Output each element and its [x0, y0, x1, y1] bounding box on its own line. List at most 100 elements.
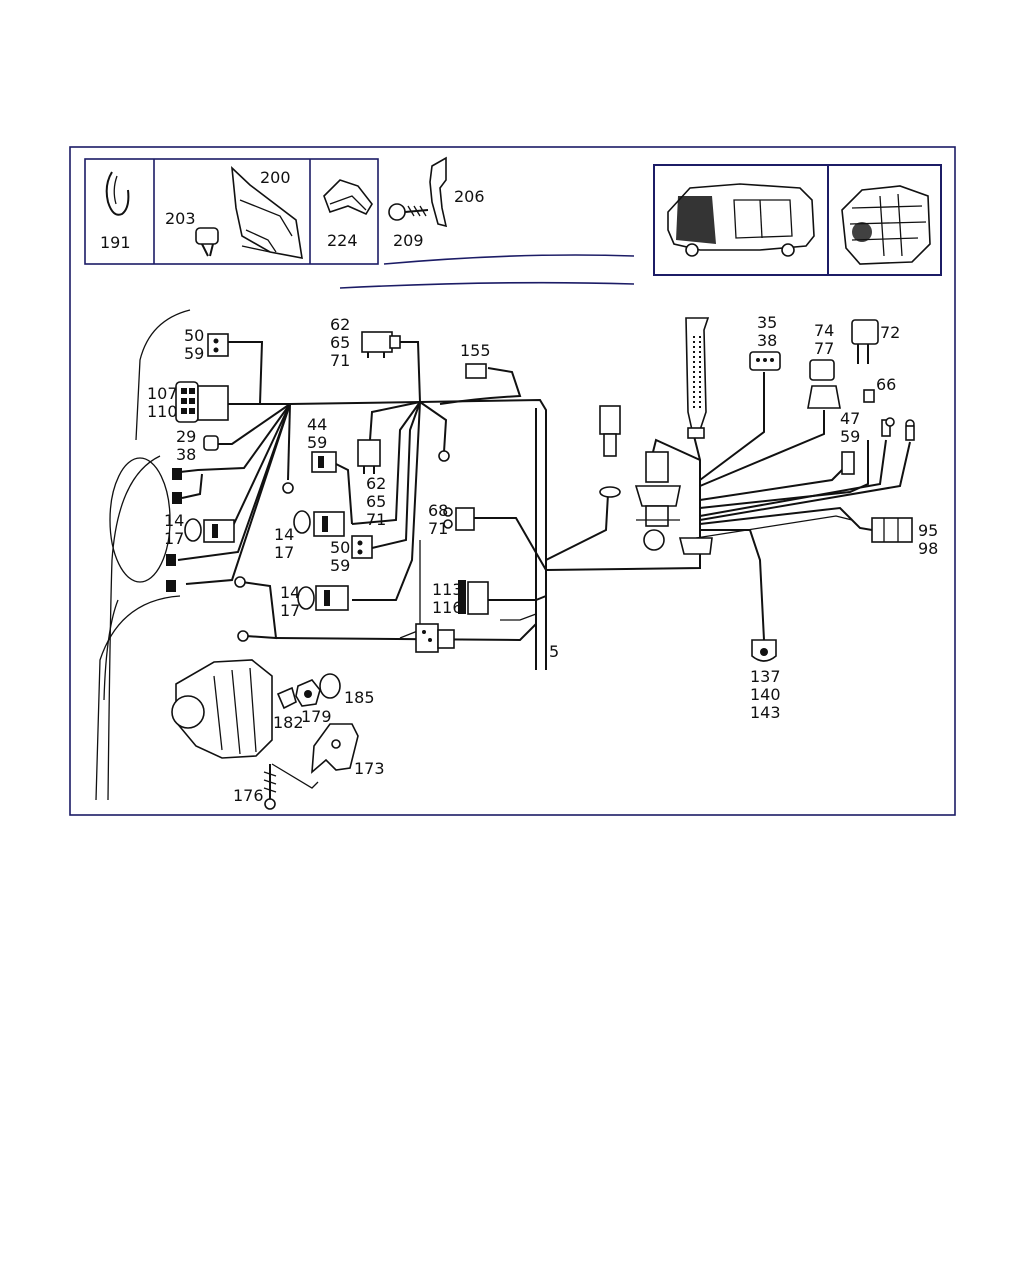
- connector-35-38: [749, 351, 781, 371]
- callout-59: 59: [330, 556, 350, 575]
- callout-182: 182: [273, 713, 304, 732]
- callout-77: 77: [814, 339, 834, 358]
- alternator-icon: [171, 659, 273, 759]
- connector-left-lower: [166, 554, 176, 592]
- callout-59: 59: [307, 433, 327, 452]
- callout-17: 17: [274, 543, 294, 562]
- inset-small-parts: 191 200 203 224 206 209: [84, 156, 485, 265]
- ground-eyelet-2: [237, 630, 249, 642]
- screw-176-icon: [263, 763, 319, 810]
- callout-17: 17: [280, 601, 300, 620]
- connector-44-59: [311, 451, 337, 473]
- harness-wires: [177, 341, 911, 670]
- nut-179-icon: [295, 679, 321, 707]
- callout-38: 38: [176, 445, 196, 464]
- callout-50: 50: [330, 538, 350, 557]
- bracket-206-icon: [429, 156, 448, 228]
- connector-74-77: [807, 359, 841, 409]
- callout-labels: 50 59 62 65 71 155 35 38 74 77 72 107 11…: [147, 313, 938, 805]
- callout-140: 140: [750, 685, 781, 704]
- callout-5: 5: [549, 642, 559, 661]
- clip-224-icon: [323, 179, 373, 216]
- connector-113-116: [458, 580, 489, 615]
- ecu-connector-icon: [685, 317, 710, 439]
- connector-50-59-middle: [351, 535, 373, 559]
- callout-72: 72: [880, 323, 900, 342]
- bracket-200-icon: [230, 165, 303, 259]
- callout-107: 107: [147, 384, 178, 403]
- callout-14: 14: [280, 583, 300, 602]
- callout-68: 68: [428, 501, 448, 520]
- ground-eyelet-3: [282, 482, 294, 494]
- connector-14-17-bottom: [297, 585, 349, 611]
- callout-143: 143: [750, 703, 781, 722]
- washer-182-icon: [276, 686, 297, 710]
- connector-29-38: [172, 435, 219, 504]
- callout-38: 38: [757, 331, 777, 350]
- inset-vehicle-engine: [653, 164, 942, 276]
- callout-44: 44: [307, 415, 327, 434]
- diagram-frame: [69, 146, 956, 816]
- callout-59: 59: [184, 344, 204, 363]
- callout-173: 173: [354, 759, 385, 778]
- callout-71: 71: [366, 510, 386, 529]
- callout-206: 206: [454, 187, 485, 206]
- callout-110: 110: [147, 402, 178, 421]
- body-outline: [95, 254, 635, 801]
- clip-191-icon: [105, 171, 130, 216]
- sensor-155-icon: [465, 363, 487, 379]
- callout-98: 98: [918, 539, 938, 558]
- callout-74: 74: [814, 321, 834, 340]
- connector-50-59-top: [207, 333, 229, 357]
- connector-62-65-71-top: [361, 331, 401, 358]
- connector-62-65-71-middle: [357, 439, 381, 474]
- ground-eyelet-1: [234, 576, 246, 588]
- callout-14: 14: [274, 525, 294, 544]
- callout-137: 137: [750, 667, 781, 686]
- cap-185-icon: [319, 673, 341, 699]
- callout-116: 116: [432, 598, 463, 617]
- ring-terminals: [881, 417, 915, 441]
- callout-17: 17: [164, 529, 184, 548]
- ground-terminal-137: [751, 639, 777, 662]
- callout-185: 185: [344, 688, 375, 707]
- connector-14-17-middle: [293, 510, 345, 537]
- callout-203: 203: [165, 209, 196, 228]
- callout-224: 224: [327, 231, 358, 250]
- connector-66: [863, 389, 875, 403]
- callout-176: 176: [233, 786, 264, 805]
- callout-66: 66: [876, 375, 896, 394]
- components: [166, 317, 915, 810]
- callout-65: 65: [366, 492, 386, 511]
- relay-72-icon: [851, 319, 879, 364]
- injector-icon: [599, 405, 621, 498]
- callout-155: 155: [460, 341, 491, 360]
- callout-179: 179: [301, 707, 332, 726]
- callout-95: 95: [918, 521, 938, 540]
- connector-47-59: [841, 451, 855, 475]
- callout-35: 35: [757, 313, 777, 332]
- connector-95-98: [871, 517, 913, 543]
- bolt-209-icon: [388, 203, 429, 221]
- callout-113: 113: [432, 580, 463, 599]
- callout-65: 65: [330, 333, 350, 352]
- callout-191: 191: [100, 233, 131, 252]
- connector-14-17-left: [184, 518, 235, 543]
- bracket-173-icon: [311, 723, 359, 774]
- callout-62: 62: [366, 474, 386, 493]
- callout-71: 71: [330, 351, 350, 370]
- connector-bottom-plug: [415, 623, 455, 653]
- connector-107-110: [175, 381, 229, 423]
- rivet-203-icon: [195, 227, 219, 257]
- callout-50: 50: [184, 326, 204, 345]
- callout-200: 200: [260, 168, 291, 187]
- callout-47: 47: [840, 409, 860, 428]
- vehicle-icon: [667, 183, 815, 257]
- ground-eyelet-4: [438, 450, 450, 462]
- grommet-icon: [678, 537, 713, 555]
- callout-59: 59: [840, 427, 860, 446]
- callout-29: 29: [176, 427, 196, 446]
- connector-68-71: [443, 507, 475, 531]
- callout-62: 62: [330, 315, 350, 334]
